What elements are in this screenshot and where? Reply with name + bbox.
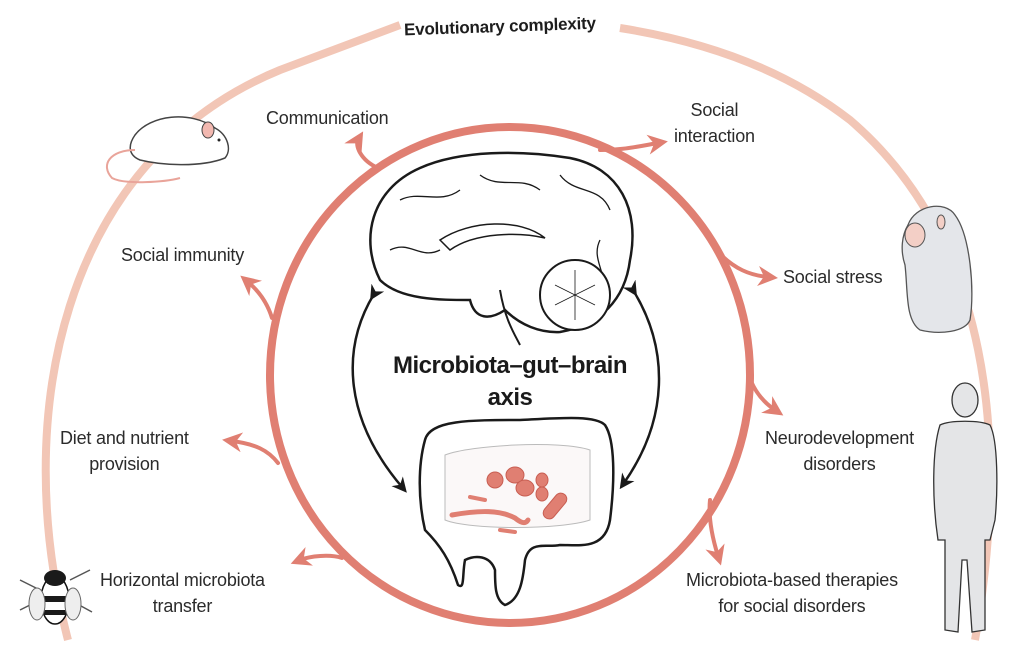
label-social-immunity-text: Social immunity xyxy=(121,245,245,265)
label-neuro-line-2: disorders xyxy=(803,454,876,474)
label-social-stress: Social stress xyxy=(783,264,883,290)
label-therapies-line-1: Microbiota-based therapies xyxy=(686,570,898,590)
bacillus-microbe xyxy=(542,492,568,520)
label-therapies: Microbiota-based therapies for social di… xyxy=(686,567,898,619)
diplococcus-microbe xyxy=(505,466,525,484)
left-bidirectional-arrow xyxy=(351,283,407,493)
human-illustration xyxy=(933,382,998,633)
label-communication-text: Communication xyxy=(266,108,389,128)
label-neuro-line-1: Neurodevelopment xyxy=(765,428,914,448)
right-bidirectional-arrow xyxy=(619,279,661,490)
arrow-social-interaction xyxy=(598,134,668,155)
label-horizontal-line-2: transfer xyxy=(152,596,213,616)
label-horizontal-line-1: Horizontal microbiota xyxy=(100,570,265,590)
label-diet-nutrient: Diet and nutrient provision xyxy=(60,425,189,477)
arrow-social-immunity xyxy=(240,275,274,320)
center-label-line-2: axis xyxy=(487,384,533,411)
arrow-communication xyxy=(344,131,380,170)
chimpanzee-illustration xyxy=(901,205,973,333)
label-communication: Communication xyxy=(266,105,389,131)
coccus-microbe xyxy=(486,471,504,489)
label-social-stress-text: Social stress xyxy=(783,267,883,287)
label-diet-line-2: provision xyxy=(89,454,160,474)
brain-illustration xyxy=(369,151,634,346)
mouse-illustration xyxy=(106,116,230,184)
arrow-horizontal xyxy=(290,547,344,566)
spirillum-microbe xyxy=(449,509,531,526)
label-neurodevelopment: Neurodevelopment disorders xyxy=(765,425,914,477)
center-label-line-1: Microbiota–gut–brain xyxy=(392,352,628,379)
label-diet-line-1: Diet and nutrient xyxy=(60,428,189,448)
streptococcus-microbe xyxy=(535,472,549,488)
arrow-therapies xyxy=(705,498,725,566)
center-label: Microbiota–gut–brain axis xyxy=(370,350,650,414)
outcome-arrows xyxy=(222,131,784,566)
label-social-interaction: Social interaction xyxy=(674,97,755,149)
label-social-interaction-line-2: interaction xyxy=(674,126,755,146)
bee-illustration xyxy=(19,569,93,625)
label-horizontal-transfer: Horizontal microbiota transfer xyxy=(100,567,265,619)
label-social-immunity: Social immunity xyxy=(121,242,244,268)
gut-illustration xyxy=(418,416,615,607)
microbes xyxy=(449,466,568,534)
label-social-interaction-line-1: Social xyxy=(690,100,739,120)
arrow-neurodevelopment xyxy=(746,371,784,416)
arrow-diet xyxy=(222,432,280,465)
gut-brain-arrows xyxy=(351,279,661,493)
arrow-social-stress xyxy=(720,254,778,286)
label-therapies-line-2: for social disorders xyxy=(718,596,866,616)
